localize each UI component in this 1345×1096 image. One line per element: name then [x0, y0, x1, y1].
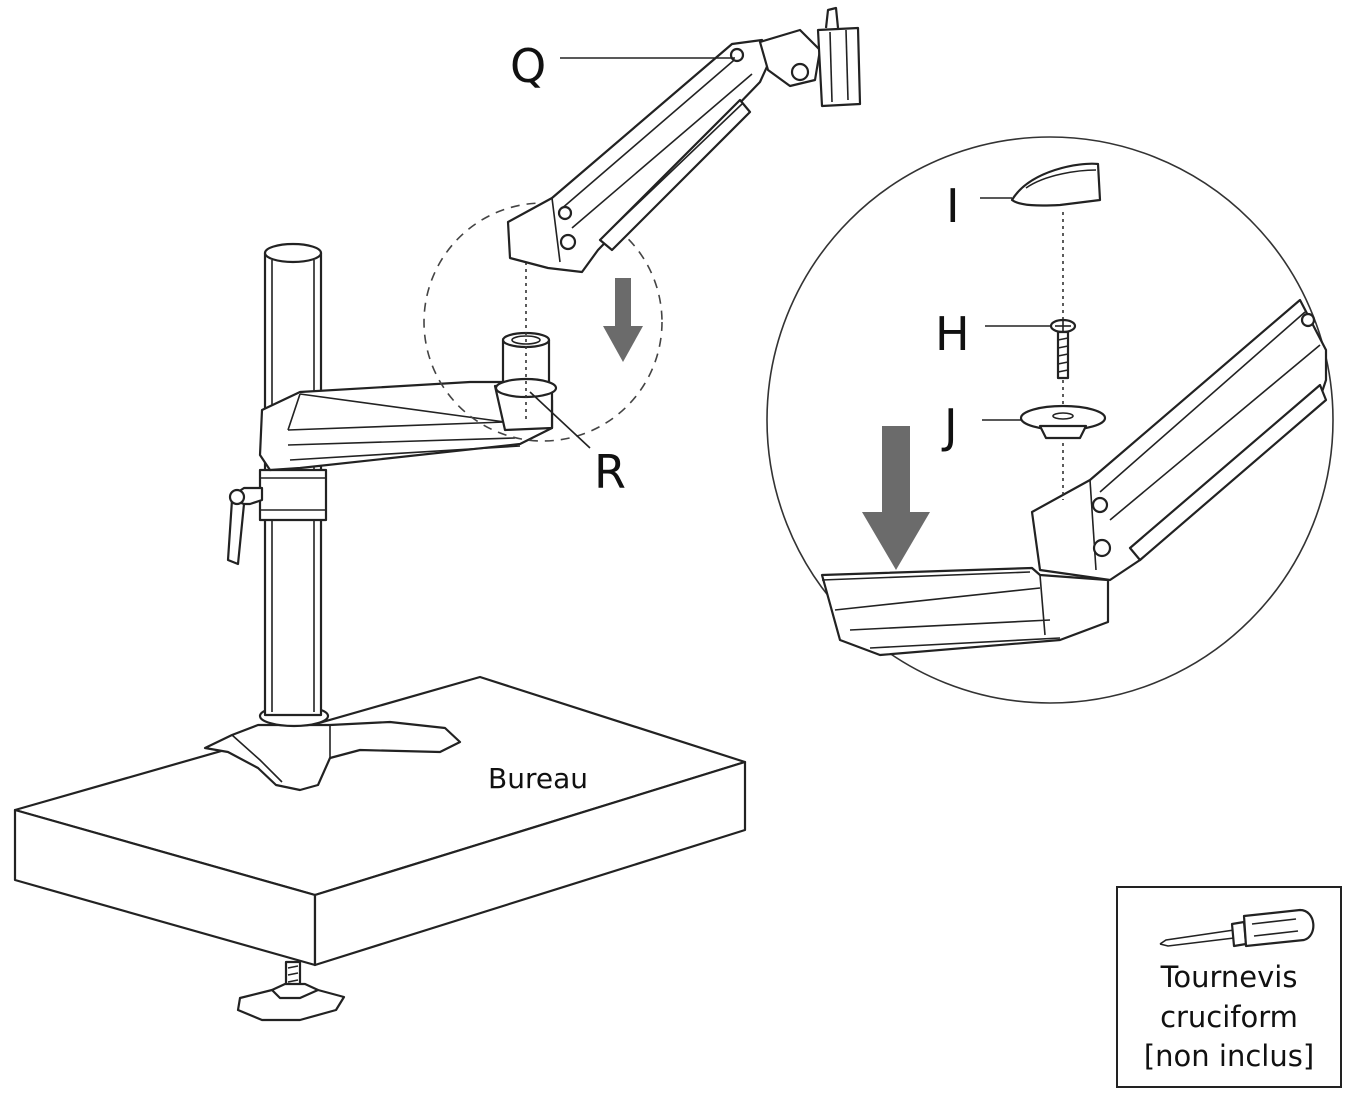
- label-j: J: [941, 399, 958, 453]
- tool-line-3: [non inclus]: [1144, 1039, 1314, 1073]
- down-arrow-large: [862, 426, 930, 570]
- zoomed-arm: [1030, 298, 1328, 582]
- upper-arm: [506, 38, 772, 274]
- tool-line-2: cruciform: [1160, 1000, 1298, 1034]
- pole-collar: [226, 468, 328, 566]
- label-i: I: [946, 179, 960, 233]
- leader-line-r: [529, 391, 591, 449]
- desk: [13, 675, 747, 967]
- desk-label: Bureau: [488, 762, 588, 795]
- clamp-knob: [236, 960, 346, 1022]
- pivot-post-r: [494, 331, 558, 399]
- label-h: H: [935, 307, 970, 361]
- screwdriver-icon: [1159, 908, 1315, 948]
- label-q: Q: [510, 39, 546, 93]
- zoomed-lower-arm: [820, 566, 1110, 657]
- down-arrow-small: [603, 278, 643, 362]
- tool-line-1: Tournevis: [1160, 960, 1298, 994]
- lower-arm: [258, 380, 554, 472]
- vesa-head: [758, 6, 862, 108]
- screw-part-h: [1049, 318, 1077, 380]
- label-r: R: [594, 445, 626, 499]
- washer-part-j: [1019, 404, 1107, 440]
- cap-part-i: [1010, 162, 1102, 207]
- tool-box: Tournevis cruciform [non inclus]: [1116, 886, 1342, 1088]
